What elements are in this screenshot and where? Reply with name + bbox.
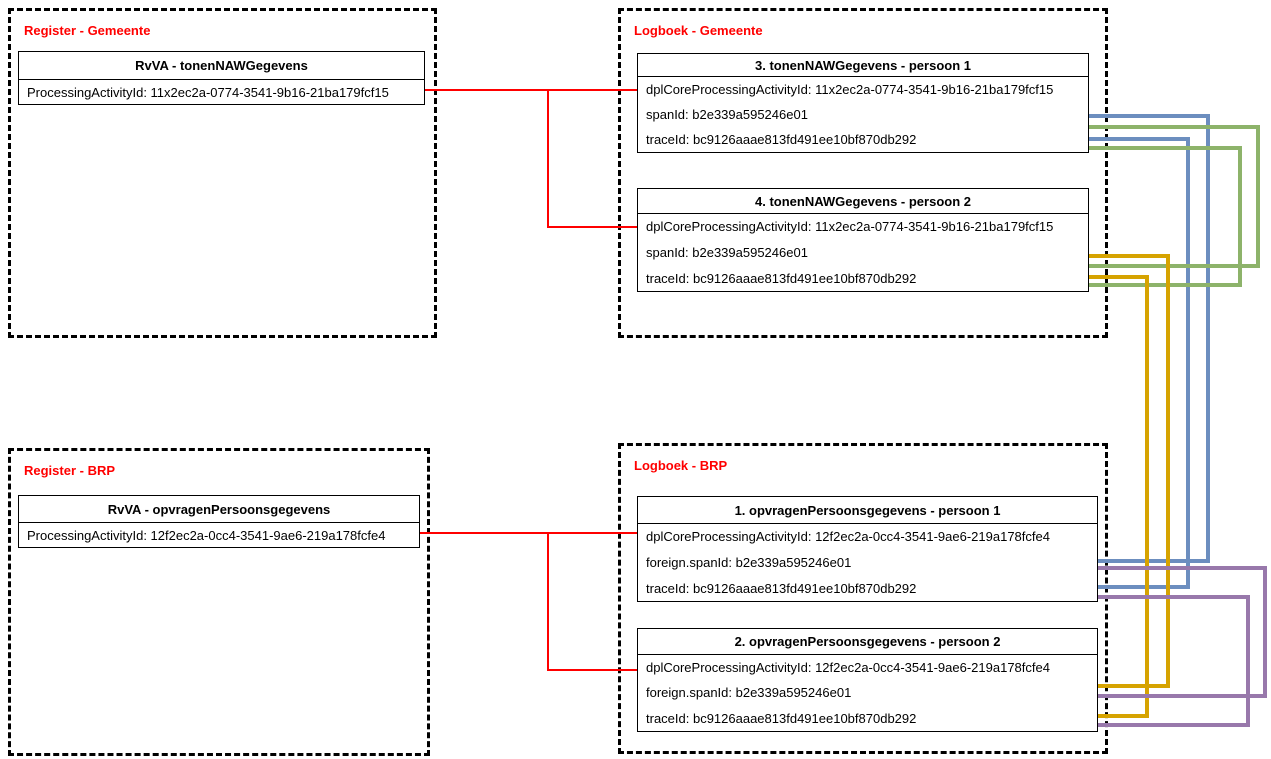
field-foreign-span-id: foreign.spanId: b2e339a595246e01	[646, 555, 852, 570]
entity-log-4-tonennawgegevens-persoon-2: 4. tonenNAWGegevens - persoon 2 dplCoreP…	[637, 188, 1089, 292]
connector-purple-log1-traceid-to-log2-traceid	[1098, 595, 1250, 727]
field-span-id: spanId: b2e339a595246e01	[646, 245, 808, 260]
connector-purple-log1-foreign-spanid-to-log2-foreign-spanid	[1098, 566, 1267, 698]
entity-header: 1. opvragenPersoonsgegevens - persoon 1	[638, 497, 1097, 524]
connector-green-log3-spanid-to-log4-spanid	[1089, 125, 1260, 268]
field-trace-id: traceId: bc9126aaae813fd491ee10bf870db29…	[646, 710, 917, 726]
entity-rvva-opvragenpersoonsgegevens: RvVA - opvragenPersoonsgegevens Processi…	[18, 495, 420, 548]
field-trace-id: traceId: bc9126aaae813fd491ee10bf870db29…	[646, 132, 917, 147]
field-dplcore-processing-activity-id: dplCoreProcessingActivityId: 11x2ec2a-07…	[646, 82, 1054, 97]
field-trace-id: traceId: bc9126aaae813fd491ee10bf870db29…	[646, 580, 917, 596]
field-dplcore-processing-activity-id: dplCoreProcessingActivityId: 11x2ec2a-07…	[646, 219, 1054, 235]
entity-header: 4. tonenNAWGegevens - persoon 2	[638, 189, 1088, 214]
entity-header: RvVA - tonenNAWGegevens	[19, 52, 424, 80]
panel-register-brp: Register - BRP	[8, 448, 430, 756]
field-span-id: spanId: b2e339a595246e01	[646, 107, 808, 122]
entity-log-1-opvragenpersoonsgegevens-persoon-1: 1. opvragenPersoonsgegevens - persoon 1 …	[637, 496, 1098, 602]
panel-register-gemeente: Register - Gemeente	[8, 8, 437, 338]
panel-title-logboek-gemeente: Logboek - Gemeente	[634, 23, 763, 38]
field-processing-activity-id: ProcessingActivityId: 11x2ec2a-0774-3541…	[27, 84, 389, 100]
field-dplcore-processing-activity-id: dplCoreProcessingActivityId: 12f2ec2a-0c…	[646, 660, 1050, 676]
field-trace-id: traceId: bc9126aaae813fd491ee10bf870db29…	[646, 270, 917, 286]
panel-title-register-brp: Register - BRP	[24, 463, 116, 478]
panel-title-register-gemeente: Register - Gemeente	[24, 23, 151, 38]
panel-title-logboek-brp: Logboek - BRP	[634, 458, 728, 473]
connector-green-log3-traceid-to-log4-traceid	[1089, 146, 1242, 287]
entity-log-3-tonennawgegevens-persoon-1: 3. tonenNAWGegevens - persoon 1 dplCoreP…	[637, 53, 1089, 153]
field-processing-activity-id: ProcessingActivityId: 12f2ec2a-0cc4-3541…	[27, 527, 386, 543]
entity-header: 2. opvragenPersoonsgegevens - persoon 2	[638, 629, 1097, 655]
entity-header: RvVA - opvragenPersoonsgegevens	[19, 496, 419, 523]
entity-header: 3. tonenNAWGegevens - persoon 1	[638, 54, 1088, 77]
entity-rvva-tonennawgegevens: RvVA - tonenNAWGegevens ProcessingActivi…	[18, 51, 425, 105]
field-foreign-span-id: foreign.spanId: b2e339a595246e01	[646, 685, 852, 701]
entity-log-2-opvragenpersoonsgegevens-persoon-2: 2. opvragenPersoonsgegevens - persoon 2 …	[637, 628, 1098, 732]
field-dplcore-processing-activity-id: dplCoreProcessingActivityId: 12f2ec2a-0c…	[646, 529, 1050, 545]
